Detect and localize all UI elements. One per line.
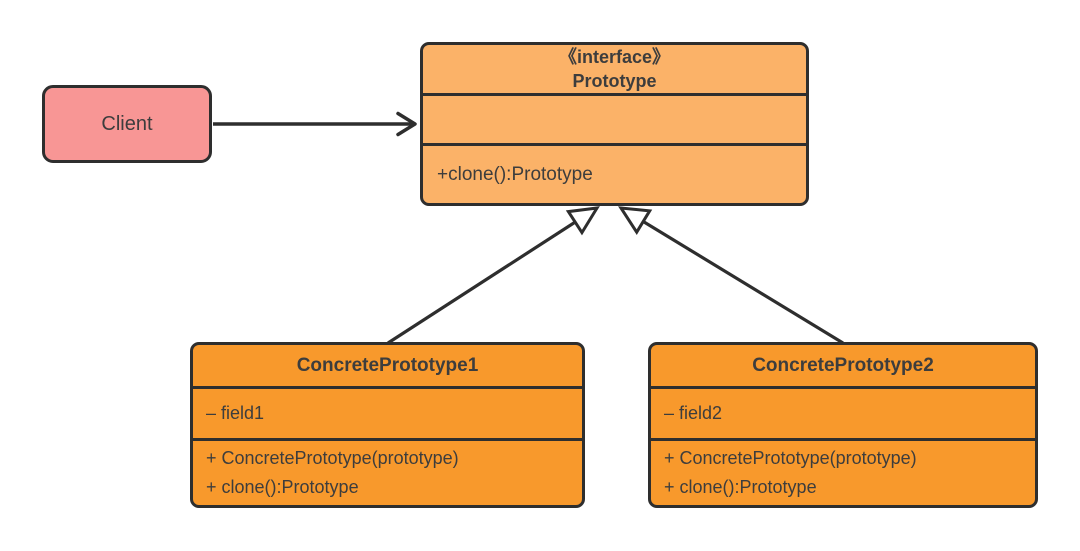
prototype-method-clone: +clone():Prototype: [437, 163, 593, 185]
concrete1-method-constructor: + ConcretePrototype(prototype): [206, 448, 459, 469]
concrete2-field2: – field2: [664, 403, 723, 423]
prototype-interface-box: 《interface》 Prototype +clone():Prototype: [420, 42, 809, 206]
concrete1-field1: – field1: [206, 403, 265, 423]
realization-arrow-concrete1-to-prototype: [387, 206, 600, 345]
concrete2-method-clone: + clone():Prototype: [664, 477, 817, 497]
concrete2-methods-compartment: + ConcretePrototype(prototype) + clone()…: [651, 441, 1035, 505]
concrete2-fields-compartment: – field2: [651, 389, 1035, 441]
client-class-label: Client: [101, 112, 153, 135]
prototype-attributes-compartment: [423, 96, 806, 146]
concrete1-header-compartment: ConcretePrototype1: [193, 345, 582, 389]
realization-arrow-concrete2-to-prototype: [618, 206, 844, 345]
concrete-prototype2-class-box: ConcretePrototype2 – field2 + ConcretePr…: [648, 342, 1038, 508]
prototype-class-name: Prototype: [572, 71, 657, 91]
concrete1-fields-compartment: – field1: [193, 389, 582, 441]
concrete1-method-clone: + clone():Prototype: [206, 477, 359, 497]
prototype-stereotype-label: 《interface》: [558, 46, 671, 67]
client-class-box: Client: [42, 85, 212, 163]
concrete1-class-name: ConcretePrototype1: [296, 354, 479, 376]
concrete2-method-constructor: + ConcretePrototype(prototype): [664, 448, 917, 469]
concrete1-methods-compartment: + ConcretePrototype(prototype) + clone()…: [193, 441, 582, 505]
concrete2-class-name: ConcretePrototype2: [752, 354, 934, 376]
concrete2-header-compartment: ConcretePrototype2: [651, 345, 1035, 389]
prototype-methods-compartment: +clone():Prototype: [423, 146, 806, 203]
prototype-header-compartment: 《interface》 Prototype: [423, 45, 806, 96]
concrete-prototype1-class-box: ConcretePrototype1 – field1 + ConcretePr…: [190, 342, 585, 508]
